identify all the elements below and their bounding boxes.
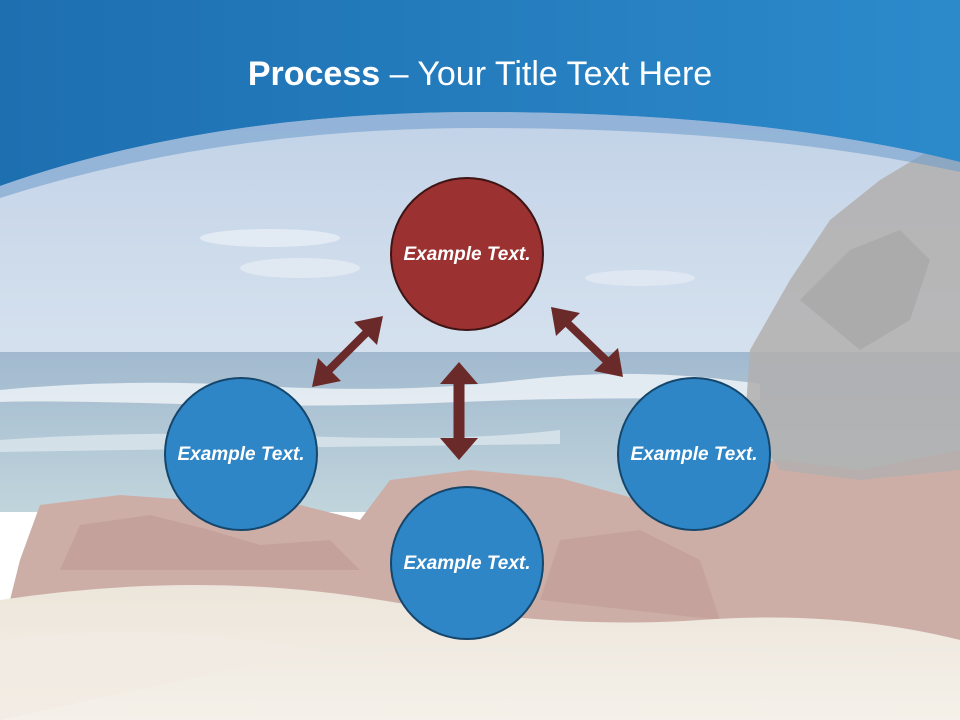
arrow-vertical: [440, 362, 478, 460]
arrow-top-left: [312, 316, 383, 387]
node-left: Example Text.: [164, 377, 318, 531]
node-left-label: Example Text.: [177, 443, 305, 465]
node-right: Example Text.: [617, 377, 771, 531]
node-bottom: Example Text.: [390, 486, 544, 640]
arrow-top-right: [551, 307, 623, 377]
node-bottom-label: Example Text.: [403, 552, 531, 574]
node-right-label: Example Text.: [630, 443, 758, 465]
slide-title: Process – Your Title Text Here: [0, 52, 960, 96]
node-top: Example Text.: [390, 177, 544, 331]
slide-title-bold: Process: [247, 55, 381, 93]
slide-title-rest: – Your Title Text Here: [380, 55, 713, 93]
node-top-label: Example Text.: [403, 243, 531, 265]
